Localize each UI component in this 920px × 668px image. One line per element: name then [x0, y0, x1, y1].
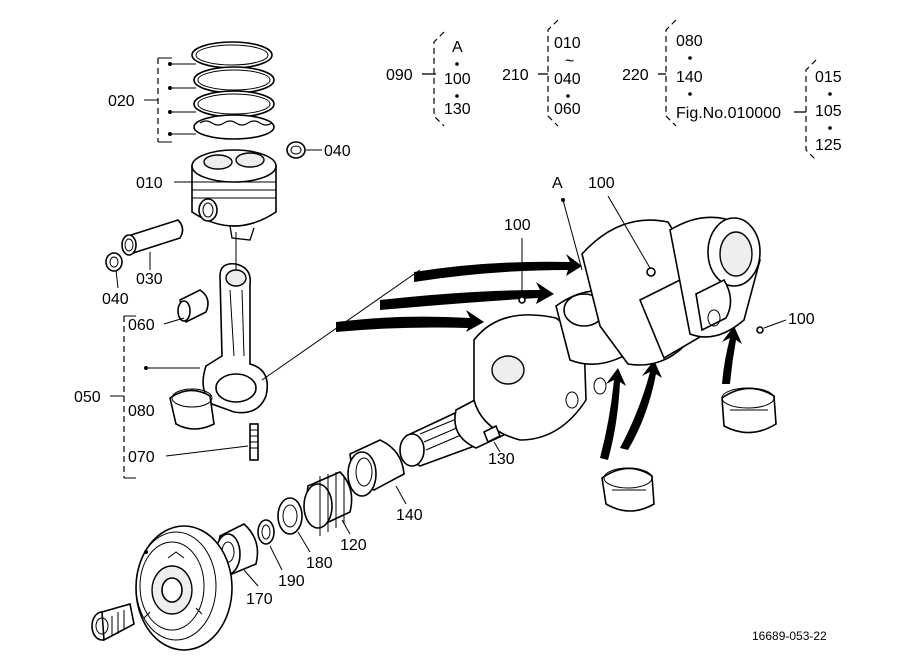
legend-group-090: 090 A 100 130: [386, 31, 471, 127]
crank-key: 130: [482, 424, 515, 468]
figure-number: 16689-053-22: [752, 629, 827, 643]
legend-fig-item-015: 015: [815, 69, 842, 86]
label-080: 080: [128, 403, 155, 420]
legend-220-key: 220: [622, 67, 649, 84]
callout-020: 020: [108, 57, 196, 143]
crankshaft: [399, 216, 761, 467]
collar-180: 180: [277, 497, 333, 572]
legend-090-key: 090: [386, 67, 413, 84]
callout-100-upper: 100 A: [552, 175, 651, 271]
label-030: 030: [136, 271, 163, 288]
label-a: A: [552, 175, 563, 192]
circlip-lower: 040: [102, 252, 129, 308]
main-bearing-center: [601, 467, 655, 512]
label-120: 120: [340, 537, 367, 554]
label-050: 050: [74, 389, 101, 406]
legend-group-210: 210 010 ~ 040 060: [502, 19, 581, 127]
callout-050: 050: [74, 315, 200, 479]
legend-220-item-140: 140: [676, 69, 703, 86]
label-100-middle: 100: [504, 217, 531, 234]
label-070: 070: [128, 449, 155, 466]
callout-100-middle: 100: [504, 217, 531, 304]
label-060: 060: [128, 317, 155, 334]
crank-pulley: [135, 525, 233, 651]
label-140: 140: [396, 507, 423, 524]
o-ring-190: 190: [257, 519, 305, 590]
label-040-upper: 040: [324, 143, 351, 160]
callout-100-right: 100: [756, 311, 815, 334]
label-010: 010: [136, 175, 163, 192]
label-170: 170: [246, 591, 273, 608]
legend-090-item-a: A: [452, 39, 463, 56]
label-100-right: 100: [788, 311, 815, 328]
assembly-arrows: [336, 254, 742, 460]
legend-210-separator: ~: [565, 53, 574, 70]
legend-220-item-080: 080: [676, 33, 703, 50]
circlip-upper: 040: [286, 141, 351, 160]
legend-group-220: 220 080 140 Fig.No.010000: [622, 19, 806, 127]
label-020: 020: [108, 93, 135, 110]
pulley-bolt: [91, 602, 135, 642]
piston-rings: [191, 41, 275, 140]
callout-010: 010: [136, 175, 194, 192]
label-100-upper: 100: [588, 175, 615, 192]
main-bearing-rear: [721, 387, 777, 434]
legend-fig-item-105: 105: [815, 103, 842, 120]
oil-seal-sleeve: 140: [347, 439, 423, 524]
label-190: 190: [278, 573, 305, 590]
legend-210-item-010: 010: [554, 35, 581, 52]
legend-210-key: 210: [502, 67, 529, 84]
crank-gear: 120: [303, 471, 367, 554]
label-040-lower: 040: [102, 291, 129, 308]
legend-fig-item-125: 125: [815, 137, 842, 154]
legend-group-fig: 015 105 125: [805, 59, 842, 161]
legend-210-item-060: 060: [554, 101, 581, 118]
legend-220-item-fig: Fig.No.010000: [676, 105, 781, 122]
legend-210-item-040: 040: [554, 71, 581, 88]
label-180: 180: [306, 555, 333, 572]
piston-pin: 030: [121, 219, 184, 288]
legend-090-item-130: 130: [444, 101, 471, 118]
callout-070: 070: [128, 445, 249, 466]
small-end-bushing: 060: [128, 289, 209, 334]
label-130: 130: [488, 451, 515, 468]
conrod-bearing: 080: [128, 388, 215, 430]
piston: [191, 149, 277, 241]
connecting-rod: [202, 262, 269, 461]
legend-090-item-100: 100: [444, 71, 471, 88]
